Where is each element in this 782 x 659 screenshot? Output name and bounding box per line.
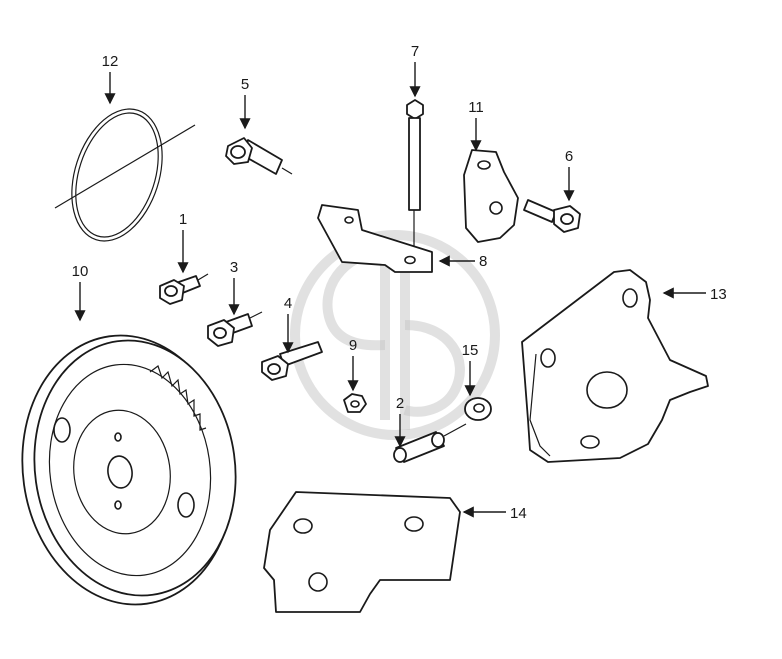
part-3-bolt [207,311,263,347]
part-10-gear [21,334,237,606]
callout-6: 6 [563,148,575,202]
part-2-pin [393,423,467,463]
callout-14-label: 14 [510,505,527,522]
callout-7: 7 [409,43,421,98]
callout-11-label: 11 [468,99,484,116]
part-8-bracket [317,204,433,273]
callout-2: 2 [394,395,406,448]
part-13-mounting-plate [521,269,709,463]
callout-6-label: 6 [565,148,573,165]
part-4-long-bolt [261,341,323,381]
part-6-bolt [523,199,581,233]
callout-10-label: 10 [72,263,89,280]
callout-8-label: 8 [479,253,487,270]
callout-3: 3 [228,259,240,316]
callout-12: 12 [102,53,119,105]
callout-8: 8 [438,253,487,270]
callout-11: 11 [468,99,484,152]
callout-2-label: 2 [396,395,404,412]
callout-13-label: 13 [710,286,727,303]
callout-3-label: 3 [230,259,238,276]
part-11-clip-bracket [463,149,519,243]
callout-1-label: 1 [179,211,187,228]
callout-15-label: 15 [462,342,479,359]
part-9-nut [343,393,367,413]
callout-4-label: 4 [284,295,292,312]
part-15-washer [464,397,492,421]
part-14-plate [263,491,461,613]
callout-15: 15 [462,342,479,397]
callout-5: 5 [239,76,251,130]
part-12-o-ring [54,108,196,242]
callout-14: 14 [462,505,527,522]
part-1-bolt [159,273,209,305]
callout-1: 1 [177,211,189,274]
part-7-long-bolt [406,99,424,252]
callout-7-label: 7 [411,43,419,60]
callout-9: 9 [347,337,359,392]
callout-4: 4 [282,295,294,354]
callout-5-label: 5 [241,76,249,93]
part-5-bolt [225,137,293,175]
callout-10: 10 [72,263,89,322]
callouts: 12 5 7 11 6 1 8 10 [72,43,727,522]
watermark-logo [290,230,500,440]
callout-12-label: 12 [102,53,119,70]
callout-13: 13 [662,286,727,303]
callout-9-label: 9 [349,337,357,354]
